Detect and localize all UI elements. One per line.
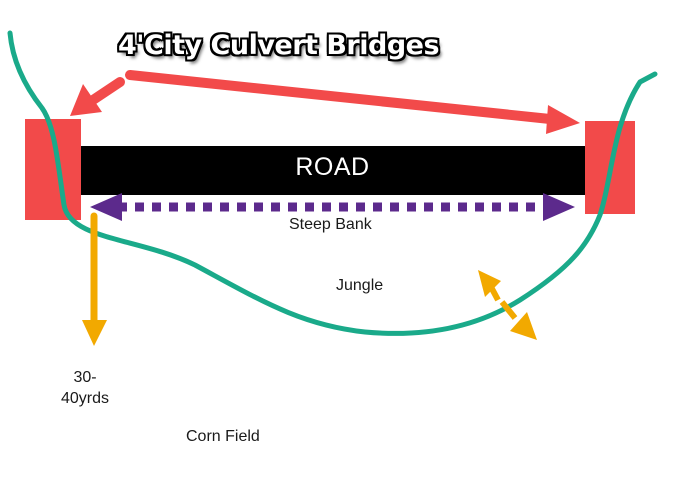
corn-field-label: Corn Field [186, 428, 260, 445]
steep-bank-label: Steep Bank [289, 216, 372, 233]
distance-label-line2: 40yrds [60, 390, 110, 407]
flow-arrow-down [499, 300, 537, 340]
road [80, 146, 585, 195]
creek-line [7, 30, 658, 336]
distance-label: 30- 40yrds [50, 367, 120, 409]
title-arrow-right [125, 70, 580, 134]
flow-arrow-up [478, 270, 501, 302]
title-arrow-left [70, 77, 125, 116]
jungle-label: Jungle [336, 277, 384, 294]
steep-bank-arrow [90, 193, 575, 221]
distance-label-line1: 30- [73, 369, 97, 386]
diagram-title: 4'City Culvert Bridges [118, 30, 440, 61]
distance-arrow [82, 212, 107, 346]
road-label: ROAD [295, 153, 370, 181]
